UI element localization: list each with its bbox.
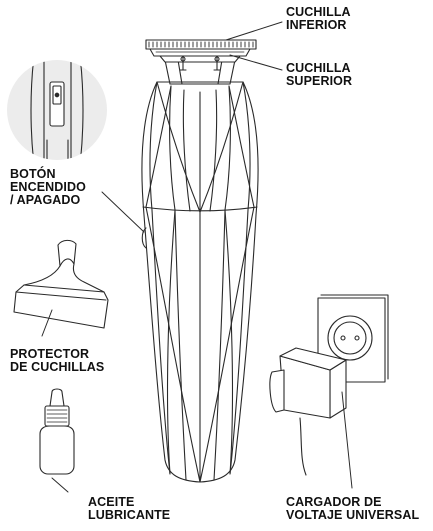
label-line: INFERIOR [286, 18, 347, 32]
label-line: CUCHILLA [286, 5, 351, 19]
label-line: ACEITE [88, 495, 135, 509]
label-line: ENCENDIDO [10, 180, 86, 194]
blade-assembly-icon [145, 39, 257, 85]
leader-boton [101, 191, 145, 233]
label-line: VOLTAJE UNIVERSAL [286, 508, 420, 522]
label-aceite-lubricante: ACEITE LUBRICANTE [88, 496, 170, 522]
label-line: / APAGADO [10, 193, 81, 207]
label-line: LUBRICANTE [88, 508, 171, 522]
leader-cargador [341, 391, 353, 489]
blade-guard-icon [13, 239, 109, 329]
power-switch-inset-icon [7, 60, 107, 160]
label-line: SUPERIOR [286, 74, 353, 88]
leader-cuchilla-inferior [225, 21, 283, 41]
label-line: CARGADOR DE [286, 495, 382, 509]
label-boton-encendido: BOTÓN ENCENDIDO / APAGADO [10, 168, 86, 207]
label-line: BOTÓN [10, 167, 56, 181]
leader-aceite [51, 477, 69, 493]
oil-bottle-icon [39, 388, 75, 475]
label-line: DE CUCHILLAS [10, 360, 105, 374]
label-cuchilla-inferior: CUCHILLA INFERIOR [286, 6, 351, 32]
trimmer-body-icon [141, 81, 259, 483]
label-line: PROTECTOR [10, 347, 90, 361]
leader-lines [41, 21, 353, 493]
label-cuchilla-superior: CUCHILLA SUPERIOR [286, 62, 352, 88]
label-cargador-voltaje: CARGADOR DE VOLTAJE UNIVERSAL [286, 496, 419, 522]
label-protector-cuchillas: PROTECTOR DE CUCHILLAS [10, 348, 104, 374]
leader-cuchilla-superior [229, 54, 283, 71]
label-line: CUCHILLA [286, 61, 351, 75]
power-adapter-icon [269, 347, 347, 476]
leader-protector [41, 309, 53, 337]
